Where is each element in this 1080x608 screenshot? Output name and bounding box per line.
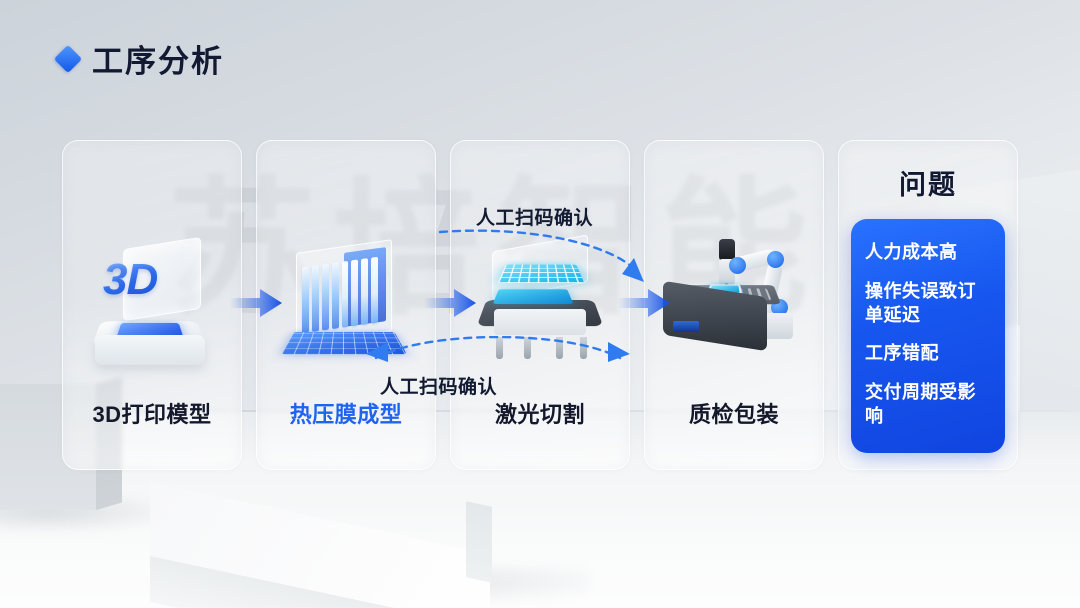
background-bar-top (150, 482, 490, 608)
problem-list-item: 交付周期受影响 (865, 382, 976, 426)
problem-list-item: 操作失误致订单延迟 (865, 280, 976, 325)
problem-list: 人力成本高 操作失误致订单延迟 工序错配 交付周期受影响 (851, 219, 1005, 453)
diamond-icon (53, 44, 83, 73)
problem-list-item: 工序错配 (865, 343, 939, 364)
flow-arrow-icon (424, 288, 476, 318)
problem-list-item: 人力成本高 (865, 242, 958, 262)
background-bar-front (150, 548, 490, 608)
flow-arrow-icon (618, 288, 670, 318)
heat-press-icon (257, 233, 435, 373)
process-card-list: 3D 3D打印模型 热压膜成型 (62, 140, 1018, 470)
background-bar-cap (466, 501, 492, 583)
manual-scan-annotation-top: 人工扫码确认 (476, 208, 594, 229)
3d-printer-icon-label: 3D (103, 255, 195, 305)
problem-card[interactable]: 问题 人力成本高 操作失误致订单延迟 工序错配 交付周期受影响 (838, 140, 1018, 470)
process-card-label: 3D打印模型 (92, 402, 212, 427)
page-title: 工序分析 (53, 36, 224, 81)
laser-cutter-icon (451, 233, 629, 373)
process-card-label: 激光切割 (494, 402, 585, 427)
process-card-label: 质检包装 (688, 402, 779, 427)
robot-arm-qc-icon (645, 233, 823, 373)
3d-printer-icon: 3D (63, 233, 241, 373)
process-card-qc-packaging[interactable]: 质检包装 (644, 140, 824, 470)
background-bar-shadow (210, 566, 590, 606)
process-card-3d-printing[interactable]: 3D 3D打印模型 (62, 140, 242, 470)
flow-arrow-icon (230, 288, 282, 318)
problem-card-title: 问题 (899, 170, 957, 200)
manual-scan-annotation-bottom: 人工扫码确认 (380, 377, 498, 398)
process-card-label: 热压膜成型 (289, 402, 403, 427)
process-card-laser-cutting[interactable]: 激光切割 (450, 140, 630, 470)
page-title-text: 工序分析 (92, 44, 224, 79)
process-card-heat-press[interactable]: 热压膜成型 (256, 140, 436, 470)
background-cube-shadow (0, 490, 180, 534)
